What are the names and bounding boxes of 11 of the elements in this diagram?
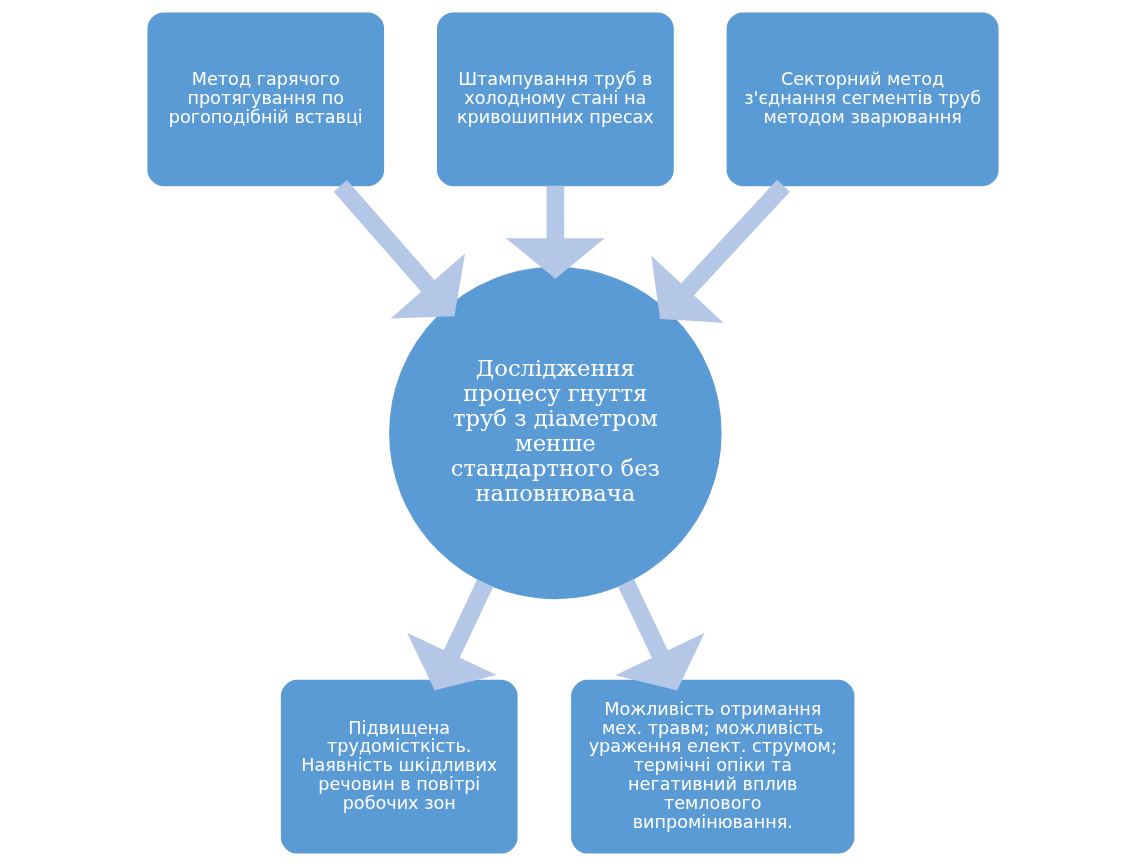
node-box: Секторний метод з'єднання сегментів труб методом зварювання xyxy=(726,12,999,187)
arrow xyxy=(651,179,790,323)
node-circle: Дослідження процесу гнуття труб з діаметром менше стандартного без наповнювача xyxy=(389,266,722,600)
node-box: Штампування труб в холодному стані на кривошипних пресах xyxy=(437,12,674,187)
node-box: Можливість отримання мех. травм; можливість ураження елект. струмом; термічні опіки та негативний вплив темлового випромінювання. xyxy=(571,679,855,854)
arrow xyxy=(615,579,705,691)
arrow xyxy=(333,180,466,319)
arrow xyxy=(505,185,605,279)
arrow xyxy=(407,579,497,691)
node-box: Підвищена трудомісткість. Наявність шкідливих речовин в повітрі робочих зон xyxy=(280,679,518,854)
node-box: Метод гарячого протягування по рогоподібній вставці xyxy=(147,12,385,187)
